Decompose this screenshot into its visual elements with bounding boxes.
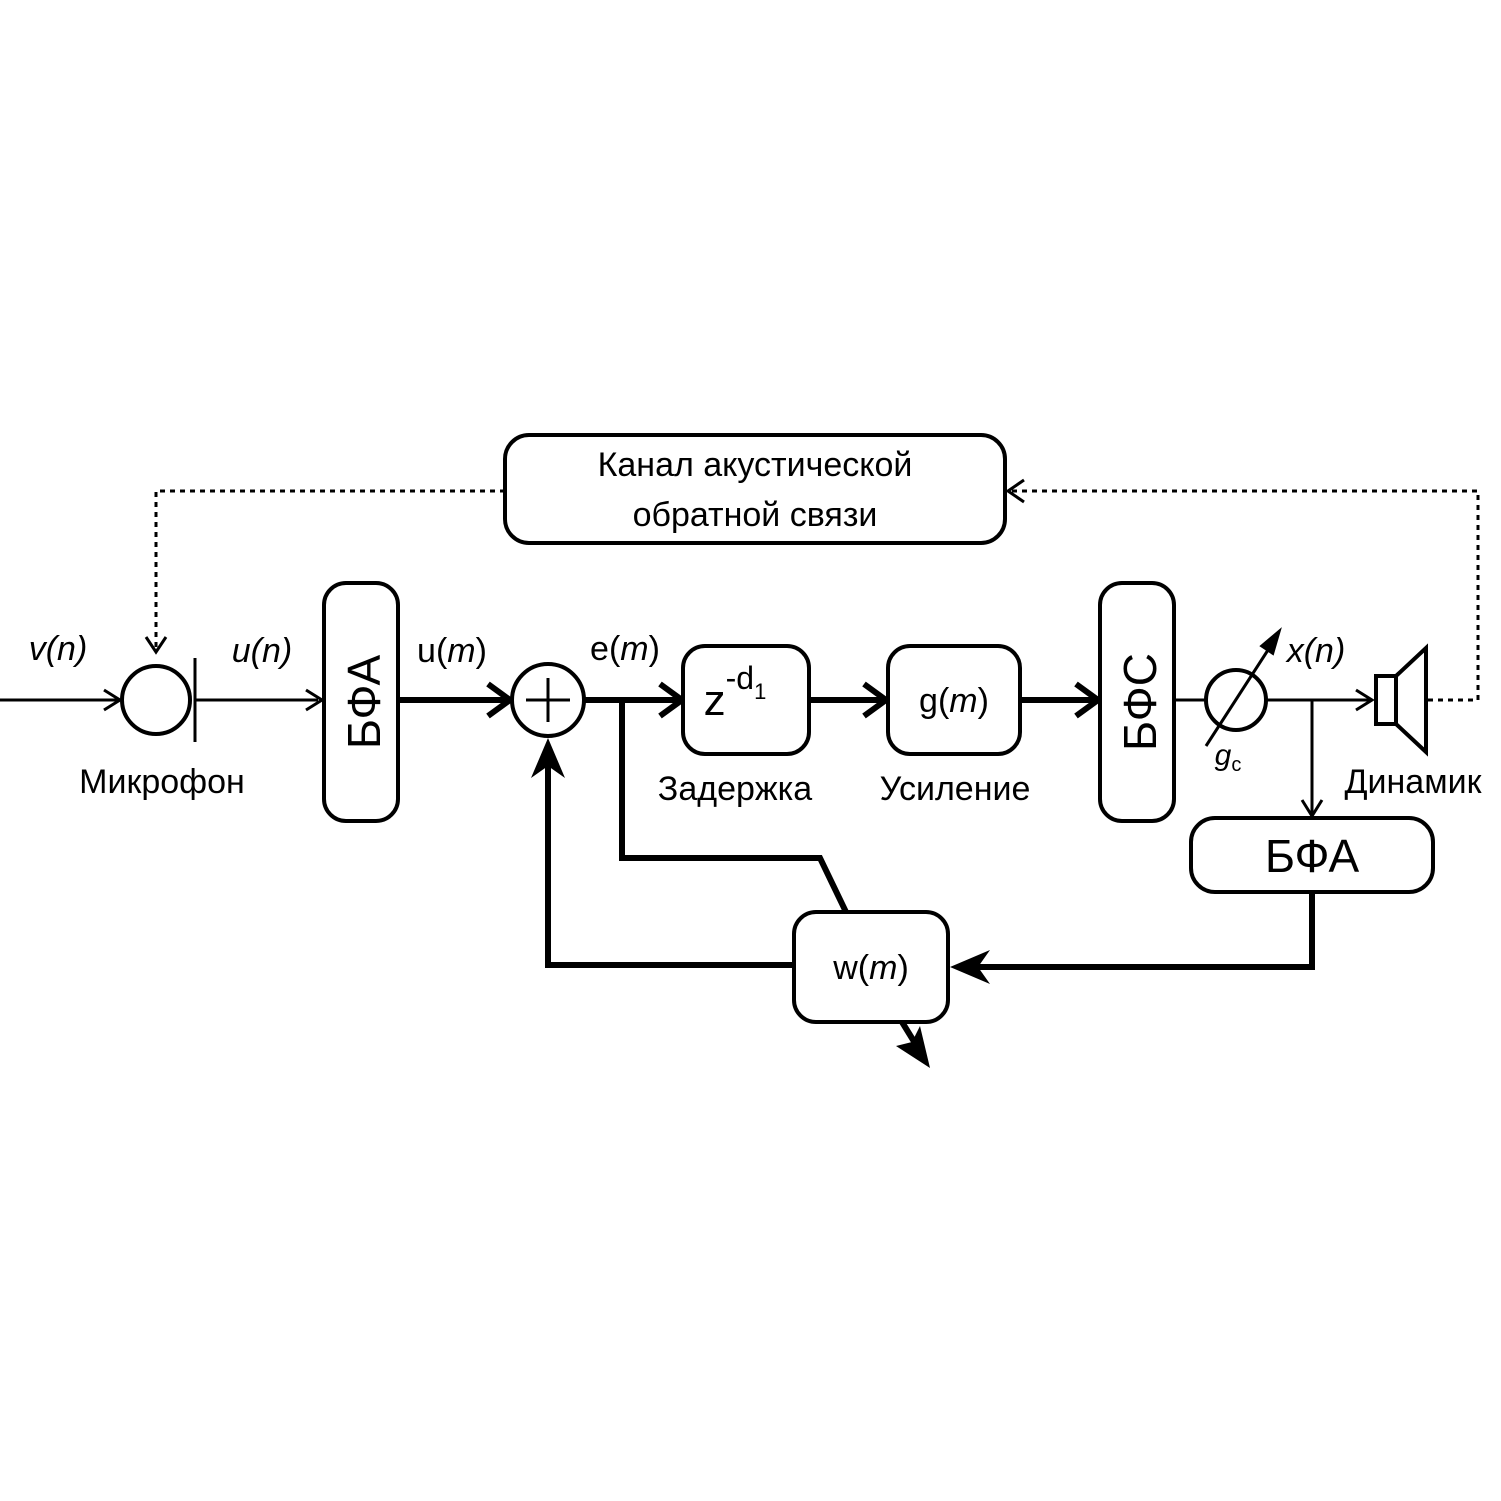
bfa-output-label: БФА (1265, 830, 1360, 882)
bfs-block (1098, 581, 1176, 823)
feedback-channel-input-arrowhead (1005, 478, 1025, 504)
g-c-label: gc (1215, 739, 1242, 776)
filter-base: w( (832, 949, 870, 987)
microphone-icon (120, 664, 192, 736)
gain-base: g( (919, 682, 950, 720)
e-m-close: ) (649, 630, 660, 668)
delay-block-label: z-d1 (704, 660, 767, 725)
delay-exponent: -d (726, 660, 754, 696)
bfs-label: БФС (1114, 653, 1166, 751)
filter-to-summer-line (545, 748, 794, 968)
v-n-label: v(n) (29, 630, 88, 668)
bfa-to-filter-arrowhead (950, 950, 990, 984)
feedback-channel-label-line2: обратной связи (633, 496, 878, 534)
gain-close: ) (978, 682, 989, 720)
microphone-input-arrowhead (144, 636, 168, 655)
g-c-base: g (1215, 739, 1232, 772)
error-tap-line (619, 700, 849, 914)
filter-close: ) (897, 949, 908, 987)
gain-label: Усиление (880, 770, 1031, 808)
gain-arg: m (949, 682, 977, 720)
delay-label: Задержка (658, 770, 812, 808)
speaker-icon (1374, 674, 1398, 726)
variable-gain-arrowhead (1259, 627, 1282, 656)
acoustic-path-from-speaker (1012, 489, 1480, 702)
bfa-to-filter-line (958, 892, 1315, 970)
u-m-close: ) (476, 632, 487, 670)
gain-block-label: g(m) (919, 682, 989, 720)
adaptive-filter-label: w(m) (832, 949, 909, 987)
speaker-label: Динамик (1345, 763, 1483, 801)
u-n-label: u(n) (232, 632, 292, 670)
adaptation-arrowhead (896, 1026, 930, 1068)
u-m-base: u( (417, 632, 448, 670)
speaker-cone-icon (1394, 643, 1428, 757)
e-m-label: e(m) (590, 630, 660, 668)
bfa-input-label: БФА (338, 655, 390, 750)
delay-base: z (704, 676, 726, 725)
acoustic-path-to-microphone (154, 489, 505, 650)
delay-exponent-subscript: 1 (754, 679, 766, 704)
u-m-arg: m (447, 632, 475, 670)
u-m-label: u(m) (417, 632, 487, 670)
x-n-label: x(n) (1285, 632, 1346, 670)
microphone-label: Микрофон (79, 763, 245, 801)
filter-arg: m (869, 949, 897, 987)
g-c-subscript: c (1231, 754, 1241, 776)
filter-to-summer-arrowhead (531, 738, 565, 778)
gc-to-speaker-arrowhead (1355, 688, 1375, 712)
e-m-arg: m (620, 630, 648, 668)
feedback-channel-block (503, 433, 1007, 545)
feedback-channel-label-line1: Канал акустической (598, 446, 913, 484)
variable-gain-arrow-shaft (1204, 649, 1270, 747)
e-m-base: e( (590, 630, 621, 668)
